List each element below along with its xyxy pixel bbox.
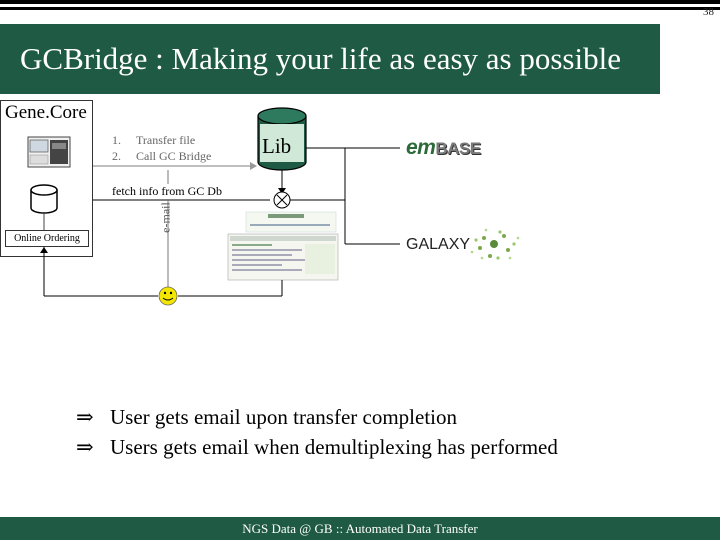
top-rule-secondary xyxy=(0,7,720,10)
transfer-arrowhead xyxy=(250,162,257,170)
loop-arrowhead xyxy=(40,247,48,253)
page-number: 38 xyxy=(703,6,714,18)
junction-arrowhead xyxy=(278,188,286,194)
top-rule xyxy=(0,0,720,4)
slide-title: GCBridge : Making your life as easy as p… xyxy=(20,41,621,76)
database-icon xyxy=(30,184,58,214)
step-list: 1.Transfer file 2.Call GC Bridge xyxy=(112,132,211,164)
bullet-item: ⇒Users gets email when demultiplexing ha… xyxy=(76,435,558,459)
galaxy-logo: GALAXY xyxy=(406,236,471,253)
bullet-item: ⇒User gets email upon transfer completio… xyxy=(76,405,457,429)
title-bar: GCBridge : Making your life as easy as p… xyxy=(0,24,660,94)
fetch-label: fetch info from GC Db xyxy=(112,184,222,199)
online-ordering-label: Online Ordering xyxy=(14,233,80,244)
smiley-icon xyxy=(158,286,178,306)
online-ordering-box: Online Ordering xyxy=(5,230,89,247)
galaxy-header-thumbnail xyxy=(245,211,337,233)
step-item: 2.Call GC Bridge xyxy=(112,149,212,163)
lib-label: Lib xyxy=(262,134,292,158)
sequencer-icon xyxy=(27,136,71,168)
galaxy-screenshot-thumbnail xyxy=(227,233,339,281)
email-label: e-mail xyxy=(158,202,173,233)
step-item: 1.Transfer file xyxy=(112,133,196,147)
bullet-list: ⇒User gets email upon transfer completio… xyxy=(76,402,558,462)
lib-cylinder-icon xyxy=(257,107,307,171)
galaxy-swirl-icon xyxy=(470,228,520,260)
footer-bar xyxy=(0,517,720,540)
genecore-label: Gene.Core xyxy=(5,102,87,123)
junction-x-icon xyxy=(273,191,291,209)
embase-logo: emBASE xyxy=(406,136,481,159)
footer-text: NGS Data @ GB :: Automated Data Transfer xyxy=(242,520,478,536)
